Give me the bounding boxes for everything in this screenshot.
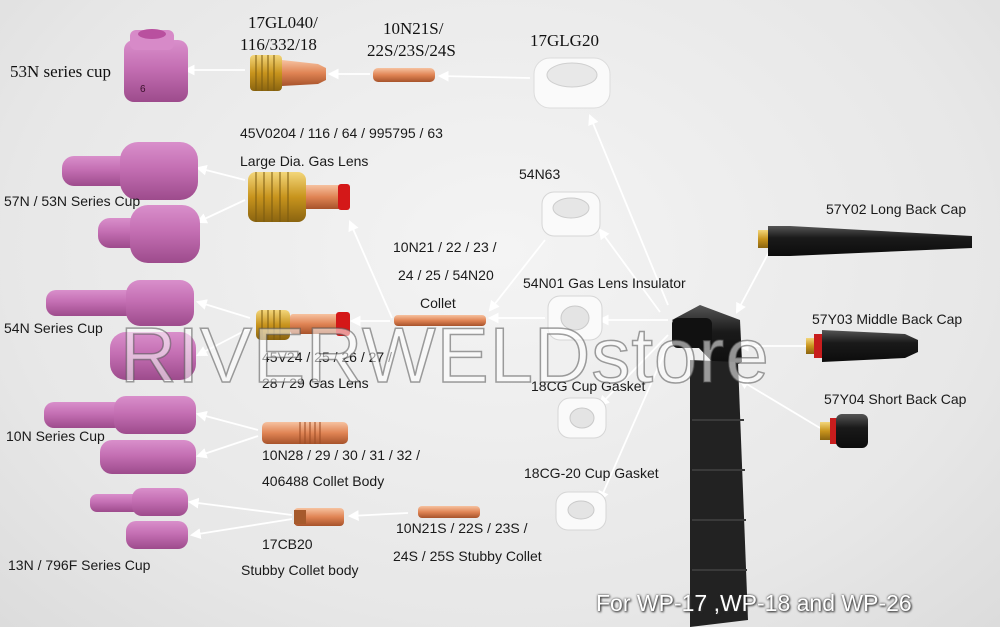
cup-10n-long-icon: [44, 396, 196, 434]
footer-caption: For WP-17 ,WP-18 and WP-26: [596, 590, 912, 616]
label-gas-lens-line1: 45V24 / 25 / 26 / 27 /: [262, 349, 392, 365]
label-18cg-gasket: 18CG Cup Gasket: [531, 378, 646, 394]
label-cup-57n: 57N / 53N Series Cup: [4, 193, 141, 209]
watermark: RIVERWELDstore: [119, 311, 770, 399]
torch-icon: [672, 305, 748, 627]
label-17gl040-line2: 116/332/18: [240, 35, 317, 54]
label-long-back-cap: 57Y02 Long Back Cap: [826, 201, 967, 217]
label-collet-line1: 10N21 / 22 / 23 /: [393, 239, 497, 255]
arrows: [183, 64, 821, 539]
cup-13n-long-icon: [90, 488, 188, 516]
cup-57n-long-icon: [62, 142, 198, 200]
collet-body-17gl040-icon: [250, 55, 326, 91]
cup-53n-short-icon: [98, 205, 200, 263]
label-collet-line2: 24 / 25 / 54N20: [398, 267, 494, 283]
short-back-cap-icon: [820, 414, 868, 448]
large-gas-lens-icon: [248, 172, 350, 222]
label-stubby-collet-line1: 10N21S / 22S / 23S /: [396, 520, 528, 536]
label-collet-body-line2: 406488 Collet Body: [262, 473, 385, 489]
label-large-gas-lens-line1: 45V0204 / 116 / 64 / 995795 / 63: [240, 125, 443, 141]
label-stubby-body-line1: 17CB20: [262, 536, 313, 552]
gasket-18cg20-icon: [555, 491, 607, 531]
label-18cg20-gasket: 18CG-20 Cup Gasket: [524, 465, 659, 481]
label-54n63: 54N63: [519, 166, 561, 182]
gasket-17glg20-icon: [533, 57, 611, 109]
label-17glg20: 17GLG20: [530, 31, 599, 50]
stubby-collet-body-icon: [294, 508, 344, 526]
stubby-collet-top-icon: [373, 68, 435, 82]
stubby-collet-icon: [418, 506, 480, 518]
gas-lens-icon: [256, 310, 350, 340]
label-collet-line3: Collet: [420, 295, 456, 311]
label-insulator-54n01: 54N01 Gas Lens Insulator: [523, 275, 686, 291]
label-cup-53n: 53N series cup: [10, 62, 112, 81]
cup-54n-short-icon: [110, 332, 196, 380]
label-cup-54n: 54N Series Cup: [4, 320, 103, 336]
collet-icon: [394, 315, 486, 326]
label-middle-back-cap: 57Y03 Middle Back Cap: [812, 311, 963, 327]
label-short-back-cap: 57Y04 Short Back Cap: [824, 391, 967, 407]
cup-54n-long-icon: [46, 280, 194, 326]
label-cup-10n: 10N Series Cup: [6, 428, 105, 444]
cup-number-mark: 6: [140, 84, 146, 95]
label-10n21s-line1: 10N21S/: [383, 19, 444, 38]
insulator-54n63-icon: [541, 191, 601, 237]
long-back-cap-icon: [758, 226, 972, 256]
label-gas-lens-line2: 28 / 29 Gas Lens: [262, 375, 369, 391]
label-stubby-body-line2: Stubby Collet body: [241, 562, 359, 578]
gasket-18cg-icon: [557, 397, 607, 439]
label-large-gas-lens-line2: Large Dia. Gas Lens: [240, 153, 369, 169]
cup-53n-icon: 6: [124, 29, 188, 102]
cup-10n-short-icon: [100, 440, 196, 474]
label-10n21s-line2: 22S/23S/24S: [367, 41, 456, 60]
label-collet-body-line1: 10N28 / 29 / 30 / 31 / 32 /: [262, 447, 420, 463]
label-cup-13n: 13N / 796F Series Cup: [8, 557, 151, 573]
middle-back-cap-icon: [806, 330, 918, 362]
cup-13n-short-icon: [126, 521, 188, 549]
label-stubby-collet-line2: 24S / 25S Stubby Collet: [393, 548, 542, 564]
insulator-54n01-icon: [547, 295, 603, 341]
label-17gl040-line1: 17GL040/: [248, 13, 318, 32]
collet-body-icon: [262, 422, 348, 444]
